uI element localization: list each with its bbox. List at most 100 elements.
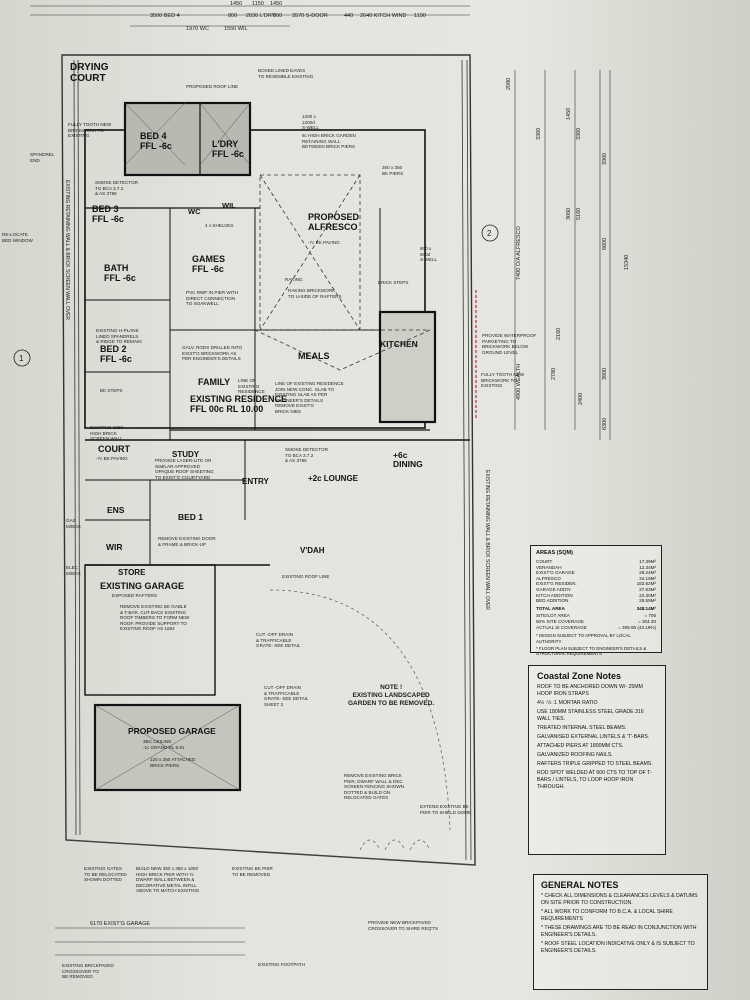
room-label-bed3: BED 3 FFL -6c — [92, 204, 124, 224]
room-label-bath: BATH FFL -6c — [104, 263, 136, 283]
note-cut-off-drain: CUT -OFF DRAIN & TRAFFICABLE GRATE- SEE … — [256, 632, 301, 648]
note-waterproof: PROVIDE WATERPROOF PARGETING TO BRICKWOR… — [482, 333, 537, 355]
room-label-alfresco: PROPOSED ALFRESCO — [308, 212, 360, 232]
rdim-2: 1450 — [566, 108, 572, 120]
note-new-crossover: PROVIDE NEW BRICKPAVED CROSSOVER TO SHIR… — [368, 920, 439, 931]
room-label-study: STUDY — [172, 450, 200, 459]
note-cut-off-drain2: CUT -OFF DRAIN & TRAFFICABLE GRATE- SEE … — [264, 685, 309, 707]
retaining-walls — [73, 59, 472, 861]
general-note: * CHECK ALL DIMENSIONS & CLEARANCES LEVE… — [541, 893, 698, 906]
room-label-court: COURT — [98, 444, 130, 454]
room-label-vdah: V'DAH — [300, 546, 325, 555]
rdim-9: 4900 WEALTH — [516, 364, 522, 400]
note-roof-line: PROPOSED ROOF LINE — [186, 84, 239, 89]
note-garage-sub: 3BC CEILING -1c GRAND RL 9.91 — [143, 739, 185, 750]
areas-notes: * DESIGN SUBJECT TO APPROVAL BY LOCAL AU… — [536, 633, 656, 657]
note-hplank: EXISTING H-PLANK LINED SPANDRELS & RIDGE… — [96, 328, 142, 344]
general-note: * ALL WORK TO CONFORM TO B.C.A. & LOCAL … — [541, 909, 673, 922]
note-remove-door: REMOVE EXISTING DOOR & FRAME & BRICK-UP — [158, 536, 216, 547]
note-crossover: EXISTING BRICKPAVED CROSSOVER TO BE REMO… — [62, 963, 114, 979]
coastal-note: RAFTERS TRIPLE GRIPPED TO STEEL BEAMS. — [537, 761, 653, 767]
dim-1450b: 1450 — [270, 1, 282, 7]
rdim-14: 3900 — [602, 368, 608, 380]
site-row: SITE/LOT AREA= 706 — [536, 613, 656, 619]
alfresco-outline — [254, 174, 431, 371]
note-court-sub: -7c BK PAVING — [96, 456, 128, 461]
area-note: * FLOOR PLAN SUBJECT TO ENGINEER'S DETAI… — [536, 645, 647, 657]
note-gas-mbox: GAS M/BOX — [66, 518, 81, 529]
room-label-dining: +6c DINING — [393, 450, 423, 470]
rdim-6: 6600 — [602, 238, 608, 250]
note-exposed-rafters: EXPOSED RAFTERS — [112, 593, 157, 598]
front-boundary-line — [65, 839, 476, 866]
note-footpath: EXISTING FOOTPATH — [258, 962, 306, 967]
dim-wil: 1550 WIL — [224, 26, 248, 32]
coastal-note: TREATED INTERNAL STEEL BEAMS. — [537, 725, 627, 731]
room-label-meals: MEALS — [298, 351, 330, 361]
rdim-7: 3360 — [602, 153, 608, 165]
coastal-notes-box: Coastal Zone Notes ROOF TO BE ANCHORED D… — [528, 665, 666, 855]
note-build-piers: BUILD NEW 350 x 350 x 1800 HIGH BRICK PI… — [136, 866, 200, 893]
note-soakwell2: 900 x 600d S-WELL — [420, 246, 438, 262]
note-brick-steps: BRICK STEPS — [378, 280, 409, 285]
walls — [84, 129, 470, 696]
dim-1150: 1150 — [252, 1, 264, 7]
note-raking-bw: RAKING BRICKWORK TO U-SIDE OF RAFTERS — [288, 288, 342, 299]
room-label-bed1: BED 1 — [178, 512, 204, 522]
room-label-family: FAMILY — [198, 377, 231, 387]
note-raking: RAKING — [285, 277, 303, 282]
area-note: * DESIGN SUBJECT TO APPROVAL BY LOCAL AU… — [536, 633, 631, 644]
room-label-bed4: BED 4 FFL -6c — [140, 131, 172, 151]
area-row: EXIST'G RESIDEN.182.62m² — [536, 581, 656, 587]
dim-ldry: 2030 L'DRY — [246, 13, 276, 19]
rdim-3: 3360 — [576, 128, 582, 140]
room-label-drying-court: DRYING COURT — [70, 62, 109, 84]
rdim-8: 15340 — [624, 255, 630, 270]
general-note: * ROOF STEEL LOCATION INDICATIVE ONLY & … — [541, 941, 695, 954]
dim-800b: 800 — [273, 13, 282, 19]
site-row: ACTUAL SI COVERAGE= 309.95 (43.19%) — [536, 624, 656, 630]
dim-800a: 800 — [228, 13, 237, 19]
area-row: GARAGE ADD'N27.63m² — [536, 586, 656, 592]
coastal-note: USE 180mm STAINLESS STEEL GRADE 316 WALL… — [537, 709, 644, 722]
note-garden-wall: 6c HIGH BRICK GARDEN RETAINING WALL BETW… — [302, 133, 356, 149]
rdim-12: 2780 — [551, 368, 557, 380]
note-soakwell1: 1200 x 1200d S-WELL — [302, 114, 320, 130]
dim-1190: 1190 — [414, 13, 426, 19]
bottom-dimensions — [55, 927, 245, 956]
note-elec-mbox: ELEC M/BOX — [66, 565, 81, 576]
grid-marker-1: 1 — [19, 354, 24, 363]
dim-wc: 1970 WC — [186, 26, 209, 32]
dim-440: 440 — [344, 13, 353, 19]
note-gates-relocated: EXISTING GATES TO BE RELOCATED SHOWN DOT… — [84, 866, 127, 882]
rdim-10: 7400 O/A ALFRESCO — [516, 225, 522, 280]
rdim-13: 2400 — [578, 393, 584, 405]
note-shelves: 4 x SHELVES — [205, 223, 234, 228]
note-piers: 350 x 350 BK PIERS — [382, 165, 404, 176]
rdim-0: 2080 — [506, 78, 512, 90]
coastal-note: 4½ :½ :1 MORTAR RATIO — [537, 700, 598, 706]
note-remove-gable: REMOVE EXISTING BK GABLE & T-BAR. CUT BA… — [120, 604, 190, 631]
note-smoke1: SMOKE DETECTOR TO BCA 3.7.2 & AS 3786 — [95, 180, 139, 196]
note-tooth: FULLY TOOTH NEW BRICKWORK TO EXISTING — [68, 122, 112, 138]
garden-arcs — [269, 589, 451, 851]
areas-title: AREAS (SQM) — [536, 550, 573, 556]
note-remove-pier: REMOVE EXISTING BRICK PIER, DWARF WALL &… — [344, 773, 404, 800]
note-attached-piers: 120 x 350 ATTACHED BRICK PIERS — [150, 757, 196, 768]
room-label-ens: ENS — [107, 505, 125, 515]
note-alfresco-sub: -7c BK PAVING — [308, 240, 340, 245]
rdim-5: 5160 — [576, 208, 582, 220]
room-label-wir: WIR — [106, 542, 123, 552]
note-pvc-rwp: PVC RWP IN PIER WITH DIRECT CONNECTION T… — [186, 290, 239, 306]
room-label-kitchen: KITCHEN — [380, 339, 418, 349]
room-label-games: GAMES FFL -6c — [192, 254, 226, 274]
coastal-title: Coastal Zone Notes — [537, 671, 622, 681]
room-label-wc: WC — [188, 207, 201, 216]
